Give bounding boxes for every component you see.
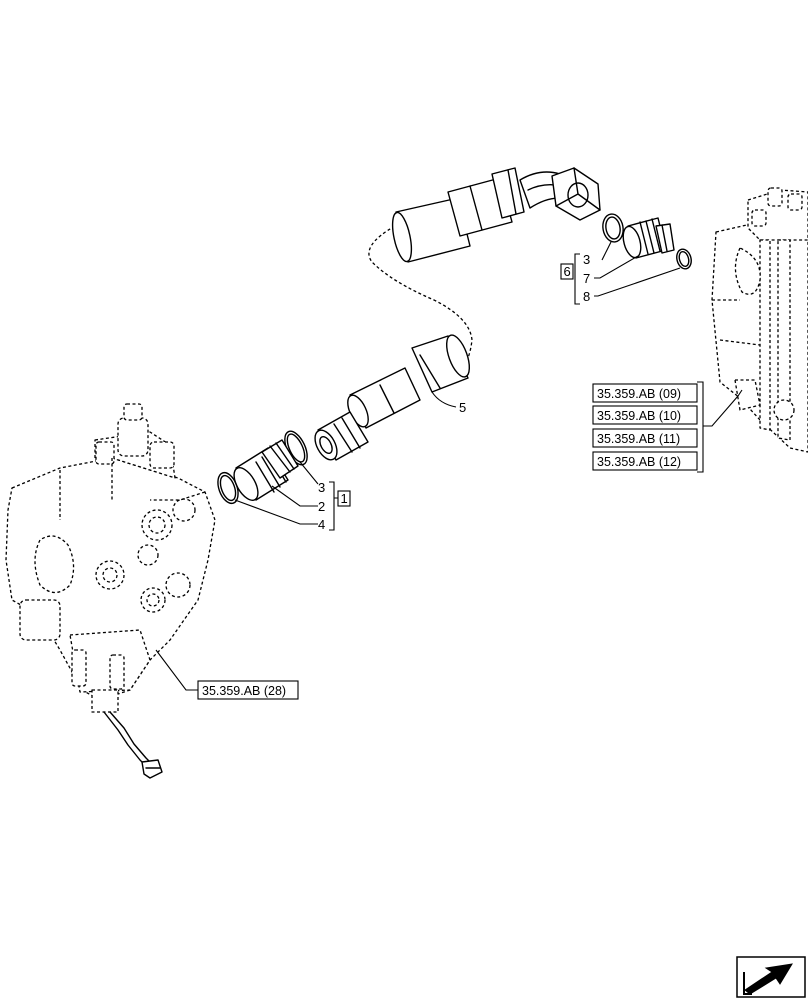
hose-callout: 5 bbox=[431, 391, 466, 415]
ref-35-359-ab-11[interactable]: 35.359.AB (11) bbox=[597, 432, 680, 446]
left-item-3-label: 3 bbox=[318, 480, 325, 495]
right-item-8-label: 8 bbox=[583, 289, 590, 304]
right-item-7-label: 7 bbox=[583, 271, 590, 286]
ref-35-359-ab-09[interactable]: 35.359.AB (09) bbox=[597, 387, 681, 401]
left-control-valve bbox=[5, 403, 216, 779]
left-fitting-group bbox=[217, 430, 308, 505]
ref-35-359-ab-12[interactable]: 35.359.AB (12) bbox=[597, 455, 681, 469]
previous-page-arrow-icon[interactable] bbox=[736, 956, 806, 998]
hydraulic-hose bbox=[314, 167, 601, 461]
left-item-2-label: 2 bbox=[318, 499, 325, 514]
hose-routing-line bbox=[368, 225, 473, 371]
right-group-callouts: 3 7 8 6 bbox=[560, 241, 681, 305]
right-valve-references: 35.359.AB (09) 35.359.AB (10) 35.359.AB … bbox=[592, 381, 743, 473]
left-valve-reference: 35.359.AB (28) bbox=[155, 649, 299, 700]
ref-35-359-ab-28[interactable]: 35.359.AB (28) bbox=[202, 684, 286, 698]
right-control-valve bbox=[711, 187, 808, 453]
left-group-callouts: 3 2 4 1 bbox=[234, 461, 351, 532]
ref-35-359-ab-10[interactable]: 35.359.AB (10) bbox=[597, 409, 681, 423]
hose-item-5-label: 5 bbox=[459, 400, 466, 415]
left-kit-1-label: 1 bbox=[341, 491, 348, 506]
right-kit-6-label: 6 bbox=[564, 264, 571, 279]
right-item-3-label: 3 bbox=[583, 252, 590, 267]
right-fitting-group bbox=[602, 213, 692, 270]
left-item-4-label: 4 bbox=[318, 517, 325, 532]
